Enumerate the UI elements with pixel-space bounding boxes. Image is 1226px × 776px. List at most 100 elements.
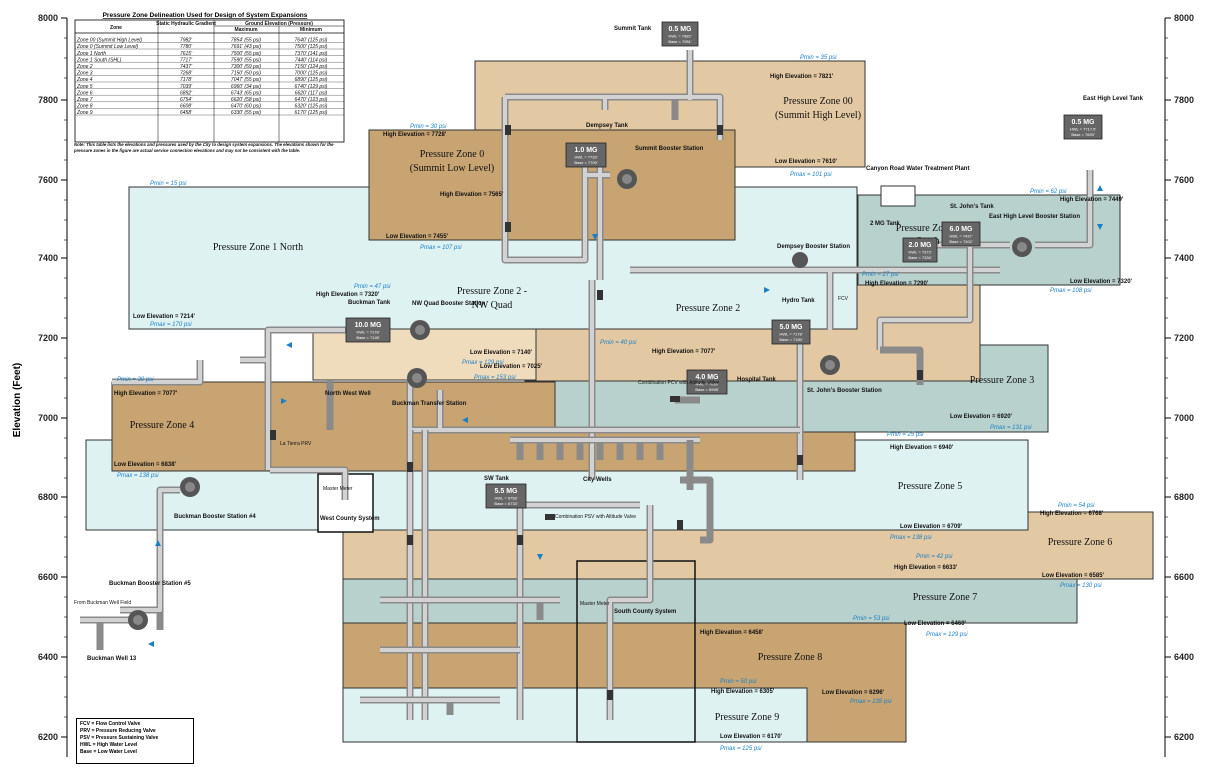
buckman5-label: Buckman Booster Station #5 (109, 581, 191, 587)
zone-high-elevation: High Elevation = 7320' (316, 292, 380, 298)
tank-name: Buckman Tank (348, 300, 391, 306)
table-cell: Zone 3 (76, 71, 93, 77)
valve-icon (545, 514, 555, 520)
table-header-cell: Static Hydraulic Gradient (156, 21, 216, 27)
zone-subname: (Summit High Level) (775, 110, 861, 121)
tank-base: Base = 7150' (779, 337, 803, 342)
legend-item: FCV = Flow Control Valve (80, 721, 190, 728)
zone-pmax: Pmax = 129 psi (926, 632, 968, 638)
y-tick-label-right: 6200 (1174, 732, 1194, 742)
table-cell: 7440' (114 psi) (295, 57, 328, 63)
legend-item: HWL = High Water Level (80, 742, 190, 749)
arrow-icon (148, 641, 154, 647)
valve-icon (797, 455, 803, 465)
zone-low-elevation: Low Elevation = 6170' (720, 734, 783, 740)
zone-pmax: Pmax = 130 psi (1060, 583, 1102, 589)
zone-name: Pressure Zone 7 (913, 592, 977, 603)
y-axis-label: Elevation (Feet) (12, 363, 23, 437)
table-cell: 7039' (180, 84, 193, 90)
table-cell: 6470' (123 psi) (295, 97, 328, 103)
tank-capacity: 2.0 MG (909, 242, 933, 249)
pump-icon (180, 477, 200, 497)
table-cell: 6890' (125 psi) (295, 77, 328, 83)
tank-hwl: HWL = 7178' (780, 332, 803, 337)
y-tick-label: 6800 (38, 492, 58, 502)
zone-subname: (Summit Low Level) (410, 163, 494, 174)
valve-icon (517, 535, 523, 545)
table-cell: 7615' (180, 51, 193, 57)
pump-icon (617, 169, 637, 189)
table-cell: 7000' (125 psi) (295, 71, 328, 77)
ehl-station-label: East High Level Booster Station (989, 214, 1080, 220)
table-cell: 7300' (59 psi) (231, 64, 261, 70)
valve-icon (597, 290, 603, 300)
buckman-well-label: Buckman Well 13 (87, 656, 137, 662)
table-cell: 7640' (125 psi) (295, 38, 328, 44)
table-cell: Zone 1 South (SHL) (76, 57, 122, 63)
tank-capacity: 0.5 MG (1072, 119, 1096, 126)
zone-low-elevation: Low Elevation = 6296' (822, 690, 885, 696)
master-meter-label: Master Meter (323, 486, 353, 492)
zone-pmax: Pmax = 131 psi (990, 425, 1032, 431)
table-cell: 7047' (55 psi) (231, 77, 261, 83)
zone-pmin: Pmin = 50 psi (720, 679, 757, 685)
tank-base: Base = 7693' (1071, 132, 1095, 137)
table-cell: 7691' (43 psi) (231, 44, 261, 50)
valve-icon (407, 462, 413, 472)
zone-name: Pressure Zone 5 (898, 481, 962, 492)
y-tick-label: 7600 (38, 175, 58, 185)
table-cell: Zone 1 North (76, 51, 106, 57)
zone-high-elevation: High Elevation = 7821' (770, 74, 834, 80)
summit-station-label: Summit Booster Station (635, 146, 704, 152)
table-header-cell: Zone (110, 25, 122, 31)
zone-high-elevation: High Elevation = 7565' (440, 192, 504, 198)
table-cell: 6320' (125 psi) (295, 104, 328, 110)
table-cell: 6608' (180, 104, 193, 110)
table-cell: Zone 9 (76, 110, 93, 116)
zone-name: Pressure Zone 9 (715, 712, 779, 723)
y-tick-label: 7000 (38, 413, 58, 423)
tank-base: Base = 7145' (356, 335, 380, 340)
y-tick-label: 6600 (38, 572, 58, 582)
tank-capacity: 5.0 MG (780, 324, 804, 331)
zone-pmax: Pmax = 107 psi (420, 245, 462, 251)
zone-pmin: Pmin = 53 psi (853, 616, 890, 622)
zone-pmin: Pmin = 25 psi (887, 432, 924, 438)
zone-pmax: Pmax = 135 psi (850, 699, 892, 705)
dempsey-station-label: Dempsey Booster Station (777, 244, 850, 250)
zone-pmin: Pmin = 30 psi (117, 377, 154, 383)
zone-table: Pressure Zone Delineation Used for Desig… (74, 12, 344, 172)
zone-low-elevation: Low Elevation = 7025' (480, 364, 543, 370)
table-cell: 7590' (55 psi) (231, 57, 261, 63)
zone-pmax: Pmax = 170 psi (150, 322, 192, 328)
table-cell: Zone 4 (76, 77, 93, 83)
table-cell: 7437' (180, 64, 193, 70)
zone-name: Pressure Zone 3 (970, 375, 1034, 386)
tank-hwl: HWL = 7437' (950, 234, 973, 239)
nwquad-station-label: NW Quad Booster Station (412, 301, 486, 307)
table-cell: 7717' (180, 57, 193, 63)
table-cell: 6740' (129 psi) (295, 84, 328, 90)
y-tick-label-right: 7200 (1174, 333, 1194, 343)
table-cell: 6960' (34 psi) (231, 84, 261, 90)
y-tick-label: 7400 (38, 253, 58, 263)
table-cell: Zone 0 (Summit Low Level) (76, 44, 138, 50)
zone-pmax: Pmax = 138 psi (117, 473, 159, 479)
table-cell: Zone 2 (76, 64, 93, 70)
tank-capacity: 6.0 MG (950, 226, 974, 233)
tank-name: Summit Tank (614, 26, 652, 32)
zone-name: Pressure Zone 0 (420, 149, 484, 160)
tank-hwl: HWL = 7717.5' (1070, 127, 1097, 132)
zone-pmax: Pmax = 138 psi (890, 535, 932, 541)
table-cell: 6470' (60 psi) (231, 104, 261, 110)
zone-pmin: Pmin = 30 psi (410, 124, 447, 130)
canyon-road-label: Canyon Road Water Treatment Plant (866, 166, 969, 172)
table-cell: 6743' (65 psi) (231, 90, 261, 96)
arrow-icon (286, 342, 292, 348)
pump-icon (128, 610, 148, 630)
table-cell: Zone 00 (Summit High Level) (76, 38, 142, 44)
tank-capacity: 0.5 MG (669, 26, 693, 33)
